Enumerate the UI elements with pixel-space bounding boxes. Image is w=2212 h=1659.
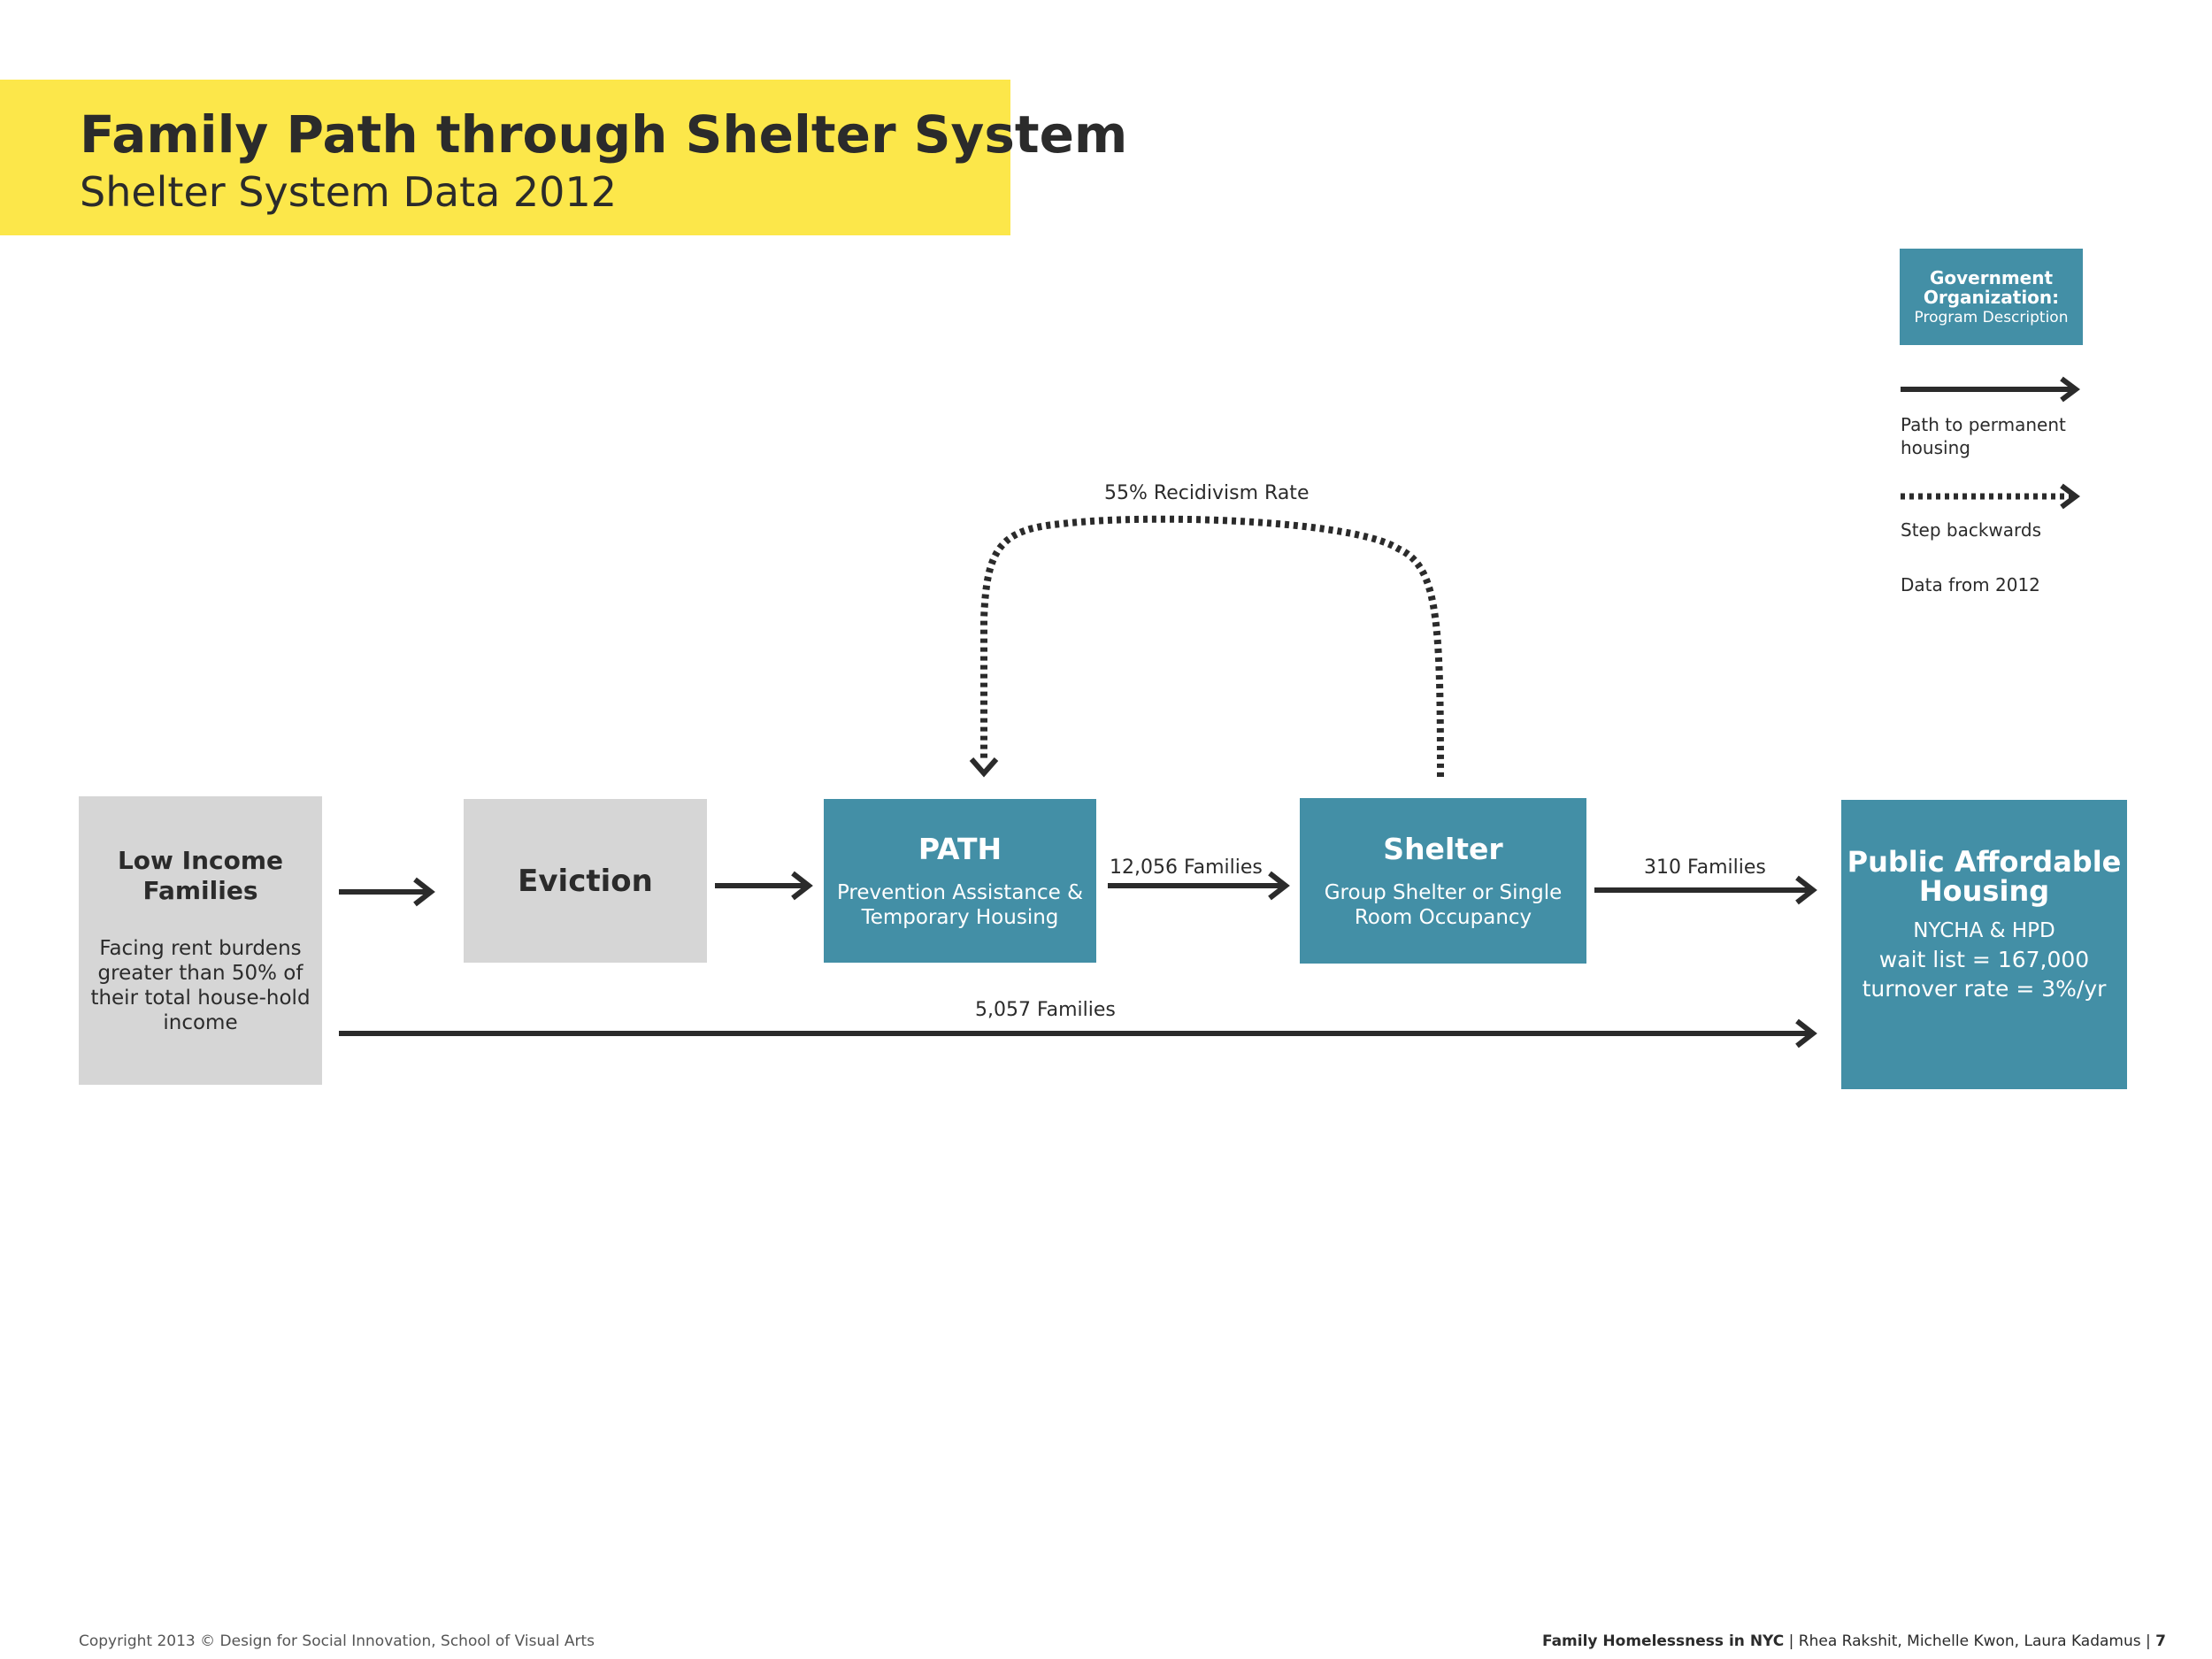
node-title: Shelter [1383, 832, 1503, 866]
page-subtitle: Shelter System Data 2012 [80, 168, 617, 216]
node-public-affordable-housing: Public Affordable Housing NYCHA & HPD wa… [1841, 800, 2127, 1089]
node-eviction: Eviction [464, 799, 707, 963]
node-turnover: turnover rate = 3%/yr [1862, 976, 2107, 1002]
legend-org-desc: Program Description [1914, 308, 2069, 326]
node-agencies: NYCHA & HPD [1913, 919, 2055, 942]
flow-label-direct-to-housing: 5,057 Families [975, 999, 1116, 1021]
flow-label-recidivism: 55% Recidivism Rate [1104, 482, 1310, 504]
footer-page-number: 7 [2155, 1632, 2166, 1650]
legend-dotted-arrow [1901, 483, 2080, 510]
node-title: PATH [918, 832, 1002, 866]
footer-project-rest: in NYC [1724, 1632, 1785, 1650]
footer-authors: | Rhea Rakshit, Michelle Kwon, Laura Kad… [1784, 1632, 2156, 1650]
node-wait-list: wait list = 167,000 [1878, 947, 2090, 972]
arrow-path-to-shelter [1108, 871, 1290, 901]
legend-solid-arrow [1901, 376, 2080, 403]
arrow-income-to-eviction [339, 877, 435, 907]
legend-dotted-label: Step backwards [1901, 519, 2042, 541]
node-path: PATH Prevention Assistance & Temporary H… [824, 799, 1096, 963]
node-description: Facing rent burdens greater than 50% of … [90, 937, 311, 1034]
legend-org-swatch: Government Organization: Program Descrip… [1900, 249, 2083, 345]
arrow-eviction-to-path [715, 871, 813, 901]
page-title: Family Path through Shelter System [80, 104, 1128, 165]
arrow-direct-to-housing [339, 1018, 1817, 1048]
node-low-income-families: Low Income Families Facing rent burdens … [79, 796, 322, 1085]
flow-label-shelter-to-housing: 310 Families [1644, 856, 1766, 879]
flow-label-path-to-shelter: 12,056 Families [1110, 856, 1263, 879]
arrow-shelter-to-housing [1594, 875, 1817, 905]
legend-solid-label: Path to permanent housing [1901, 414, 2066, 458]
arrow-recidivism-loop [969, 515, 1444, 778]
legend-data-note: Data from 2012 [1901, 574, 2040, 595]
legend-org-title: Government Organization: [1923, 266, 2060, 308]
node-shelter: Shelter Group Shelter or Single Room Occ… [1300, 798, 1586, 964]
footer-project-bold: Family Homelessness [1541, 1632, 1724, 1650]
footer-copyright: Copyright 2013 © Design for Social Innov… [79, 1632, 595, 1650]
node-description: Prevention Assistance & Temporary Housin… [836, 881, 1084, 929]
title-banner [0, 80, 1010, 235]
node-description: Group Shelter or Single Room Occupancy [1324, 881, 1563, 929]
node-title: Public Affordable Housing [1847, 845, 2122, 908]
node-title: Low Income Families [117, 846, 284, 905]
footer-credits: Family Homelessness in NYC | Rhea Rakshi… [1542, 1632, 2166, 1650]
node-title: Eviction [518, 863, 653, 899]
